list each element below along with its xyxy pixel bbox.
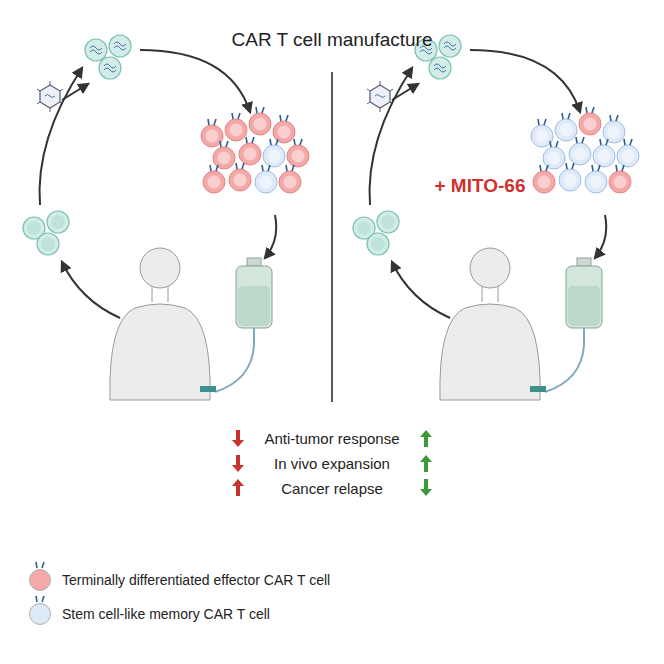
title: CAR T cell manufacture: [232, 29, 433, 51]
legend-swatch: [29, 569, 51, 591]
legend-text: Stem cell-like memory CAR T cell: [62, 606, 270, 622]
outcome-label: Anti-tumor response: [264, 430, 399, 447]
outcome-label: Cancer relapse: [281, 480, 383, 497]
legend-swatch: [29, 603, 51, 625]
outcome-label: In vivo expansion: [274, 455, 390, 472]
drug-label: + MITO-66: [435, 175, 526, 197]
legend-text: Terminally differentiated effector CAR T…: [62, 572, 330, 588]
